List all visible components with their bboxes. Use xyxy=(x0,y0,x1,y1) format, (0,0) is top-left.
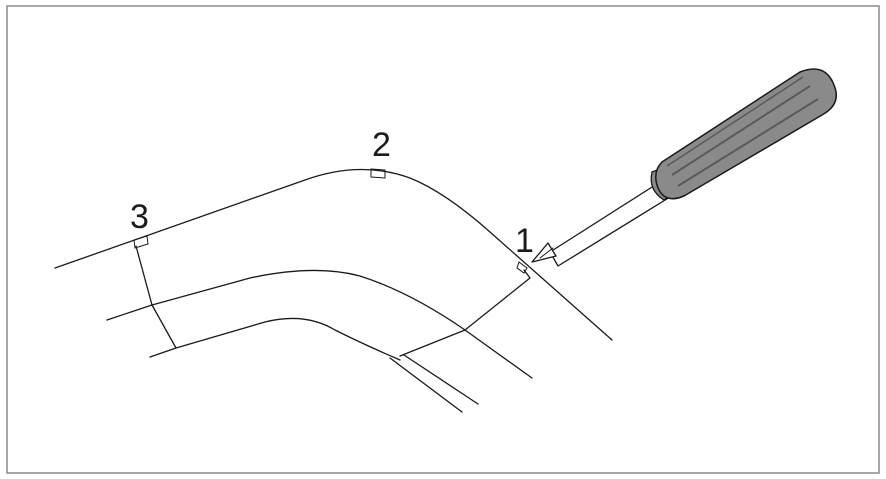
cover-front-edge xyxy=(464,269,531,331)
clip-tabs xyxy=(133,168,528,274)
diagram-frame xyxy=(6,5,880,474)
duct-cover xyxy=(54,168,613,349)
base-right-edge xyxy=(464,329,533,379)
clip-tab-3 xyxy=(133,235,149,249)
handle-groove xyxy=(671,85,811,176)
base-inner-step xyxy=(399,329,466,357)
duct-base xyxy=(149,317,533,413)
base-outer-edge xyxy=(149,317,401,361)
screwdriver-tip-bevel xyxy=(539,247,554,259)
screwdriver-icon xyxy=(531,68,837,267)
handle-groove xyxy=(666,76,804,167)
base-rail-2 xyxy=(403,354,479,405)
screwdriver-tip xyxy=(531,242,557,263)
cover-side-edge xyxy=(135,245,177,349)
callout-label-1: 1 xyxy=(515,222,534,260)
callout-label-3: 3 xyxy=(130,198,149,236)
handle-groove xyxy=(677,98,819,187)
clip-tab-1 xyxy=(516,261,528,274)
cover-bend-line xyxy=(106,269,466,331)
screwdriver-shaft xyxy=(549,181,671,267)
clip-tab-2 xyxy=(370,168,386,179)
base-rail-1 xyxy=(389,357,463,413)
callout-label-2: 2 xyxy=(372,126,391,164)
screwdriver-handle xyxy=(655,68,837,200)
cover-top-edge xyxy=(54,168,613,341)
